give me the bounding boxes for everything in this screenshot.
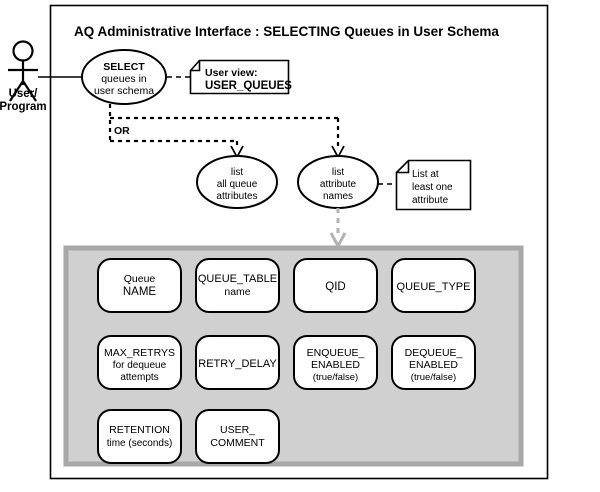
actor-leg-left-line xyxy=(9,80,24,102)
attribute-box-queue-name-shape xyxy=(97,258,182,313)
attribute-box-dequeue-enabled-line2: ENABLED xyxy=(409,359,458,371)
attribute-box-retry-delay[interactable]: RETRY_DELAY xyxy=(195,335,280,390)
note-user-view-line1: User view: xyxy=(205,67,258,79)
attribute-box-enqueue-enabled-shape xyxy=(293,335,378,390)
attribute-box-dequeue-enabled-line1: DEQUEUE_ xyxy=(405,347,463,359)
attribute-box-qid[interactable]: QID xyxy=(293,258,378,313)
usecase-list-all-queue-attributes-ellipse xyxy=(196,155,278,209)
attribute-box-queue-type-line1: QUEUE_TYPE xyxy=(397,281,471,293)
note-list-at-least-one-line3: attribute xyxy=(412,195,449,206)
attribute-box-retention-shape xyxy=(97,409,182,464)
note-list-at-least-one-fold-icon xyxy=(396,160,410,174)
attribute-box-queue-table-name[interactable]: QUEUE_TABLE name xyxy=(195,258,280,313)
usecase-select-queues-line1: SELECT xyxy=(103,61,145,73)
attribute-box-queue-name-line1: Queue xyxy=(124,273,156,285)
attribute-box-retry-delay-line1: RETRY_DELAY xyxy=(198,358,277,370)
actor-head-icon xyxy=(12,40,34,62)
usecase-list-all-queue-attributes-line2: all queue xyxy=(217,179,258,190)
attribute-box-user-comment-line2: COMMENT xyxy=(210,437,265,449)
diagram-title: AQ Administrative Interface : SELECTING … xyxy=(74,24,499,39)
attribute-box-queue-name-line2: NAME xyxy=(123,286,157,298)
attribute-box-max-retrys-shape xyxy=(97,335,182,390)
note-list-at-least-one-shape xyxy=(395,159,472,211)
note-list-at-least-one: List at least one attribute xyxy=(395,159,472,211)
actor-label-line1: User/ xyxy=(9,88,39,100)
attribute-box-retention[interactable]: RETENTION time (seconds) xyxy=(97,409,182,464)
attribute-box-dequeue-enabled-line3: (true/false) xyxy=(411,372,456,383)
attribute-box-user-comment-line1: USER_ xyxy=(220,424,255,436)
actor-leg-right-line xyxy=(22,80,37,102)
system-boundary-frame xyxy=(49,4,549,480)
attribute-box-retention-line2: time (seconds) xyxy=(107,438,173,449)
usecase-list-attribute-names-line1: list xyxy=(332,167,344,178)
attribute-box-user-comment-shape xyxy=(195,409,280,464)
note-user-view-line2: USER_QUEUES xyxy=(205,80,292,92)
attribute-box-enqueue-enabled-line1: ENQUEUE_ xyxy=(307,347,365,359)
attribute-box-queue-table-name-line2: name xyxy=(224,286,250,298)
attribute-box-dequeue-enabled-shape xyxy=(391,335,476,390)
attribute-box-enqueue-enabled[interactable]: ENQUEUE_ ENABLED (true/false) xyxy=(293,335,378,390)
attributes-panel-connector-arrowhead xyxy=(329,232,347,250)
attribute-box-queue-type-shape xyxy=(391,258,476,313)
attribute-box-queue-type[interactable]: QUEUE_TYPE xyxy=(391,258,476,313)
or-branch-connectors: OR xyxy=(108,104,345,159)
usecase-list-all-queue-attributes-line3: attributes xyxy=(216,191,257,202)
attribute-box-max-retrys-line2: for dequeue xyxy=(113,360,167,371)
usecase-list-all-queue-attributes-line1: list xyxy=(231,167,243,178)
attribute-box-enqueue-enabled-line2: ENABLED xyxy=(311,359,360,371)
usecase-list-attribute-names-line2: attribute xyxy=(320,179,357,190)
actor-label-line2: Program xyxy=(0,101,47,113)
usecase-select-queues[interactable]: SELECT queues in user schema xyxy=(81,49,167,105)
usecase-list-attribute-names[interactable]: list attribute names xyxy=(297,155,379,209)
note-user-view-fold-icon xyxy=(190,60,201,72)
actor-user-program: User/ Program xyxy=(0,40,47,113)
usecase-select-queues-ellipse xyxy=(81,49,167,105)
note-list-at-least-one-line2: least one xyxy=(412,182,453,193)
note-user-view: User view: USER_QUEUES xyxy=(189,59,292,95)
attribute-box-enqueue-enabled-line3: (true/false) xyxy=(313,372,358,383)
attribute-box-retry-delay-shape xyxy=(195,335,280,390)
attribute-box-dequeue-enabled[interactable]: DEQUEUE_ ENABLED (true/false) xyxy=(391,335,476,390)
or-branch-label: OR xyxy=(114,125,130,137)
attribute-box-max-retrys[interactable]: MAX_RETRYS for dequeue attempts xyxy=(97,335,182,390)
attribute-box-queue-name[interactable]: Queue NAME xyxy=(97,258,182,313)
attribute-box-retention-line1: RETENTION xyxy=(109,424,170,436)
usecase-list-all-queue-attributes[interactable]: list all queue attributes xyxy=(196,155,278,209)
usecase-select-queues-line2: queues in xyxy=(101,73,147,85)
attributes-panel-connector xyxy=(329,208,347,250)
attribute-box-queue-table-name-line1: QUEUE_TABLE xyxy=(198,273,277,285)
note-user-view-shape xyxy=(189,59,290,95)
attribute-box-queue-table-name-shape xyxy=(195,258,280,313)
attribute-box-user-comment[interactable]: USER_ COMMENT xyxy=(195,409,280,464)
attribute-box-qid-shape xyxy=(293,258,378,313)
usecase-list-attribute-names-line3: names xyxy=(323,191,353,202)
note-list-at-least-one-line1: List at xyxy=(412,169,439,180)
attribute-box-qid-line1: QID xyxy=(325,281,345,293)
attribute-box-max-retrys-line1: MAX_RETRYS xyxy=(104,347,175,359)
usecase-select-queues-line3: user schema xyxy=(94,85,154,97)
attribute-box-max-retrys-line3: attempts xyxy=(120,372,158,383)
